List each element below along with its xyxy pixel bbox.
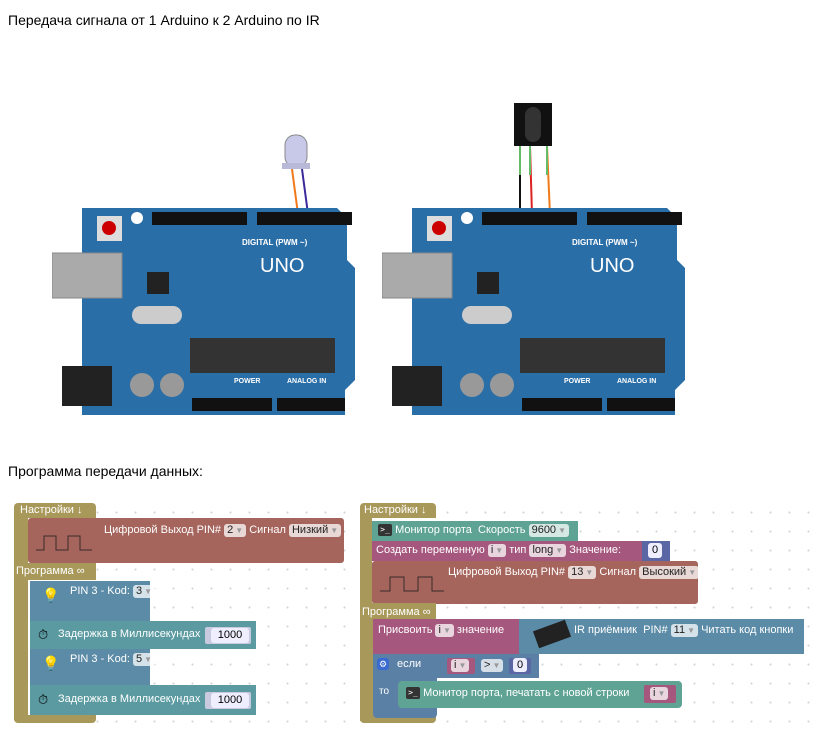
pin-dropdown[interactable]: 13▼ [568, 566, 597, 579]
svg-text:ANALOG IN: ANALOG IN [617, 378, 656, 385]
compare-block[interactable]: i▼ >▼ 0 [437, 654, 539, 678]
blockly-workspace-receiver[interactable]: Настройки ↓ >_ Монитор порта Скорость 96… [358, 497, 813, 739]
arduino-board-receiver: UNO DIGITAL (PWM ~) POWER ANALOG IN [382, 103, 685, 415]
square-wave-icon [36, 535, 92, 551]
svg-text:DIGITAL (PWM ~): DIGITAL (PWM ~) [242, 238, 308, 247]
led-icon: 💡 [42, 587, 60, 603]
operator-dropdown[interactable]: >▼ [481, 659, 504, 672]
serial-monitor-block[interactable]: >_ Монитор порта Скорость 9600▼ [372, 521, 578, 541]
compare-left-dropdown[interactable]: i▼ [451, 659, 470, 672]
svg-text:POWER: POWER [234, 378, 260, 385]
blockly-workspace-transmitter[interactable]: Настройки ↓ Цифровой Выход PIN# 2▼ Сигна… [8, 497, 348, 739]
ir-pin-dropdown[interactable]: 11▼ [670, 624, 698, 637]
svg-text:POWER: POWER [564, 378, 590, 385]
delay-block-2[interactable]: ⏱ Задержка в Миллисекундах 1000 [30, 685, 256, 715]
setup-block[interactable]: Настройки ↓ [360, 503, 436, 518]
digital-output-block[interactable]: Цифровой Выход PIN# 2▼ Сигнал Низкий▼ [28, 518, 344, 563]
var-type-dropdown[interactable]: long▼ [529, 544, 567, 557]
svg-text:DIGITAL (PWM ~): DIGITAL (PWM ~) [572, 238, 638, 247]
ir-led-icon [282, 134, 310, 215]
program-heading: Программа передачи данных: [8, 463, 203, 479]
ir-send-block-2[interactable]: 💡 PIN 3 - Kod: 5▼ [30, 649, 156, 685]
signal-dropdown[interactable]: Низкий▼ [288, 524, 342, 537]
code-dropdown[interactable]: 3▼ [132, 585, 156, 598]
ir-receiver-icon [514, 103, 552, 216]
print-var-dropdown[interactable]: i▼ [650, 687, 669, 700]
assign-var-dropdown[interactable]: i▼ [435, 624, 454, 637]
square-wave-icon [380, 576, 444, 592]
timer-icon: ⏱ [38, 692, 49, 707]
delay-block-1[interactable]: ⏱ Задержка в Миллисекундах 1000 [30, 621, 256, 649]
ir-send-block-1[interactable]: 💡 PIN 3 - Kod: 3▼ [30, 581, 156, 621]
ir-module-icon [532, 619, 572, 649]
ir-read-block[interactable]: IR приёмник PIN# 11▼ Читать код кнопки [519, 619, 804, 654]
assign-block[interactable]: Присвоить i▼ значение [373, 619, 519, 654]
terminal-icon: >_ [406, 687, 420, 700]
signal-dropdown[interactable]: Высокий▼ [639, 566, 700, 579]
compare-right-input[interactable]: 0 [513, 658, 527, 672]
setup-block[interactable]: Настройки ↓ [14, 503, 96, 518]
digital-output-block[interactable]: Цифровой Выход PIN# 13▼ Сигнал Высокий▼ [372, 561, 700, 604]
delay-value-input[interactable]: 1000 [211, 693, 249, 708]
svg-text:ANALOG IN: ANALOG IN [287, 378, 326, 385]
pin-dropdown[interactable]: 2▼ [224, 524, 247, 537]
var-name-dropdown[interactable]: i▼ [487, 544, 507, 557]
create-variable-block[interactable]: Создать переменную i▼ тип long▼ Значение… [372, 541, 670, 561]
board-label: UNO [590, 255, 634, 277]
led-icon: 💡 [42, 655, 60, 671]
code-dropdown[interactable]: 5▼ [132, 653, 156, 666]
loop-block[interactable]: Программа ∞ [14, 563, 96, 580]
gear-icon[interactable]: ⚙ [377, 658, 389, 670]
terminal-icon: >_ [378, 524, 392, 537]
delay-value-input[interactable]: 1000 [211, 628, 249, 643]
speed-dropdown[interactable]: 9600▼ [528, 524, 569, 537]
serial-print-block[interactable]: >_ Монитор порта, печатать с новой строк… [398, 681, 682, 708]
var-value-input[interactable]: 0 [648, 543, 662, 558]
page-title: Передача сигнала от 1 Arduino к 2 Arduin… [8, 12, 320, 28]
board-label: UNO [260, 255, 304, 277]
loop-block[interactable]: Программа ∞ [360, 603, 436, 621]
arduino-board-transmitter: UNO DIGITAL (PWM ~) POWER ANALOG IN [52, 134, 355, 415]
timer-icon: ⏱ [38, 627, 49, 642]
